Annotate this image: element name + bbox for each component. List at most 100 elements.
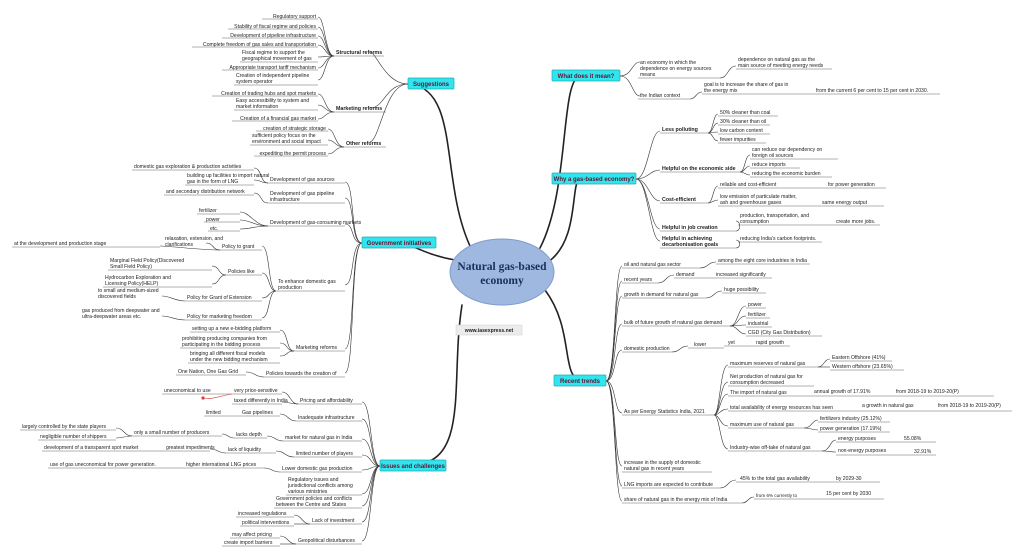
what-does-it-mean-node[interactable] (551, 69, 621, 82)
stats-offtake-item: non-energy purposes (838, 448, 887, 454)
government-initiatives-label: Government initiatives (367, 241, 432, 247)
sugg-item: Stability of fiscal regime and policies (234, 24, 316, 30)
suggestions-node[interactable] (407, 77, 455, 90)
gov-pipeline-label-l2: infrastructure (270, 197, 300, 203)
issue-item: create import barriers (224, 540, 273, 546)
gov-marketing-item: participating in the bidding process (182, 342, 261, 348)
why-item: reliable and cost-efficient (720, 182, 777, 188)
issue-item: greatest impediments (166, 445, 215, 451)
trend-bulk-item: power (748, 302, 762, 308)
why-gas-economy-node[interactable] (551, 172, 637, 185)
why-item: 30% cleaner than oil (720, 119, 766, 125)
why-economic-label: Helpful on the economic side (662, 166, 736, 172)
gov-likes-item: Licensing Policy(HELP) (105, 281, 159, 287)
website-label[interactable]: www.iasexpress.net (464, 328, 514, 334)
stats-use-item: fertilizers industry (25.12%) (820, 416, 882, 422)
stats-reserves-label: maximum reserves of natural gas (730, 361, 806, 367)
trend-bulk-label: bulk of future growth of natural gas dem… (624, 320, 722, 326)
trend-demand: demand (676, 272, 695, 278)
meaning-branch: What does it mean? an economy in which t… (551, 57, 940, 100)
trend-sector-label: oil and natural gas sector (624, 262, 681, 268)
sugg-marketing-reforms-label: Marketing reforms (336, 106, 382, 112)
issue-market-label: market for natural gas in India (285, 435, 353, 441)
trend-share-label: share of natural gas in the energy mix o… (624, 497, 728, 503)
meaning-indian-detail-l1: goal is to increase the share of gas in (704, 82, 789, 88)
why-item: low emission of particulate matter, (720, 194, 797, 200)
gov-promote-label-l2: production (278, 285, 302, 291)
gov-likes-item: Small Field Policy) (110, 264, 152, 270)
recent-trends-label: Recent trends (560, 379, 601, 385)
meaning-economy-l3: means (640, 72, 656, 78)
trend-domestic-yet: yet (728, 340, 735, 346)
issue-regulatory: various ministries (288, 489, 328, 495)
gov-grant-label: Policy to grant (222, 244, 255, 250)
center-title-line2: economy (480, 275, 524, 287)
suggestions-label: Suggestions (413, 82, 450, 88)
issue-geo-label: Geopolitical disturbances (298, 538, 355, 544)
issue-item: very price-sensitive (234, 388, 278, 394)
issue-item: negligible number of shippers (40, 434, 107, 440)
stats-use-item: power generation (17.19%) (820, 426, 882, 432)
trend-bulk-item: CGD (City Gas Distribution) (748, 330, 811, 336)
stats-import-growth: annual growth of 17.91% (814, 389, 871, 395)
government-branch: Government initiatives Development of ga… (12, 164, 437, 378)
stats-import-label: The import of natural gas (730, 390, 787, 396)
why-item: production, transportation, and (740, 213, 809, 219)
why-cost-label: Cost-efficient (662, 197, 696, 203)
trends-branch: Recent trends oil and natural gas sector… (553, 258, 1012, 504)
gov-grant-item: clarifications (165, 242, 193, 248)
issue-conflicts: between the Centre and States (276, 502, 347, 508)
issue-pricing-label: Pricing and affordability (300, 398, 353, 404)
trend-lng-year: by 2029-30 (836, 476, 862, 482)
gov-marketing-freedom-label: Policy for marketing freedom (187, 314, 252, 320)
issue-item: use of gas uneconomical for power genera… (50, 462, 156, 468)
sugg-item: Creation of independent pipeline (236, 73, 310, 79)
gov-marketing-item: prohibiting producing companies from (182, 336, 267, 342)
website-box (455, 324, 523, 336)
recent-trends-node[interactable] (553, 374, 607, 387)
gov-marketing-freedom-item: ultra-deepwater areas etc. (82, 314, 141, 320)
issue-item: largely controlled by the state players (22, 424, 107, 430)
sugg-item: Regulatory support (273, 14, 317, 20)
government-initiatives-node[interactable] (361, 236, 437, 249)
gov-marketing-freedom-item: gas produced from deepwater and (82, 308, 160, 314)
why-job-label: Helpful in job creation (662, 225, 718, 231)
sugg-item: expediting the permit process (259, 151, 326, 157)
why-item: fewer impurities (720, 137, 756, 143)
stats-import-period: from 2018-19 to 2019-20(P) (896, 389, 959, 395)
stats-offtake-value: 32.91% (914, 449, 932, 455)
gov-item: and secondary distribution network (166, 189, 245, 195)
gov-promote-label-l1: To enhance domestic gas (278, 279, 336, 285)
why-item: consumption (740, 219, 769, 225)
why-item: reducing the economic burden (752, 171, 821, 177)
stats-offtake-item: energy purposes (838, 436, 876, 442)
meaning-indian-detail-l3: from the current 6 per cent to 15 per ce… (816, 88, 928, 94)
issue-infra-label: Inadequate infrastructure (298, 415, 355, 421)
sugg-item: sufficient policy focus on the (252, 133, 316, 139)
center-node: Natural gas-based economy www.iasexpress… (449, 238, 555, 336)
gov-sources-label: Development of gas sources (270, 177, 335, 183)
why-item: for power generation (828, 182, 875, 188)
sugg-item: Creation of a financial gas market (240, 116, 316, 122)
meaning-economy-detail-l1: dependence on natural gas as the (738, 57, 815, 63)
issue-item: lacks depth (236, 432, 262, 438)
why-item: can reduce our dependency on (752, 147, 822, 153)
why-item: ash and greenhouse gases (720, 200, 782, 206)
issue-conflicts: Government policies and conflicts (276, 496, 353, 502)
why-item: 50% cleaner than coal (720, 110, 770, 116)
issues-challenges-node[interactable] (379, 459, 447, 472)
sugg-item: Development of pipeline infrastructure (230, 33, 316, 39)
issue-item: taxed differently in India (234, 398, 288, 404)
gov-extension-label: Policy for Grant of Extension (187, 295, 252, 301)
sugg-item: Appropriate transport tariff mechanism (229, 65, 316, 71)
meaning-economy-l2: dependence on energy sources (640, 66, 712, 72)
issues-branch: Issues and challenges Pricing and afford… (20, 388, 447, 547)
trend-bulk-item: industrial (748, 321, 768, 327)
issue-regulatory: jurisdictional conflicts among (287, 483, 353, 489)
issue-regulatory: Regulatory issues and (288, 477, 339, 483)
sugg-item: market information (236, 104, 278, 110)
issue-investment-label: Lack of investment (312, 518, 355, 524)
trend-domestic-label: domestic production (624, 346, 670, 352)
trend-share-target: 15 per cent by 2030 (826, 491, 871, 497)
